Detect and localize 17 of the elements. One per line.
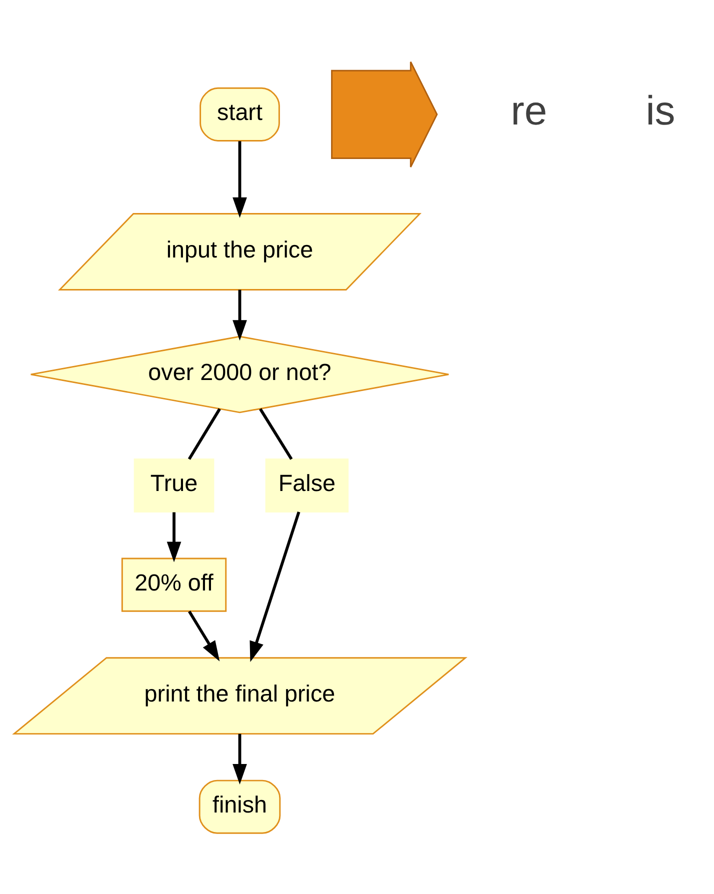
node-box: finish — [198, 779, 281, 834]
arrow — [232, 733, 247, 784]
node-diamond: over 2000 or not? — [30, 335, 450, 413]
label: is — [646, 87, 676, 134]
connector — [188, 408, 221, 460]
arrow — [166, 512, 182, 562]
node-box: False — [265, 458, 349, 512]
arrow — [232, 289, 247, 340]
label: re — [510, 87, 548, 134]
node-box: start — [200, 86, 280, 141]
arrow — [232, 140, 247, 218]
node-box: 20% off — [121, 557, 227, 612]
connector — [259, 408, 293, 460]
node-arrow — [331, 60, 438, 168]
arrow — [188, 610, 220, 661]
node-box: True — [134, 458, 214, 512]
arrow — [250, 511, 300, 662]
